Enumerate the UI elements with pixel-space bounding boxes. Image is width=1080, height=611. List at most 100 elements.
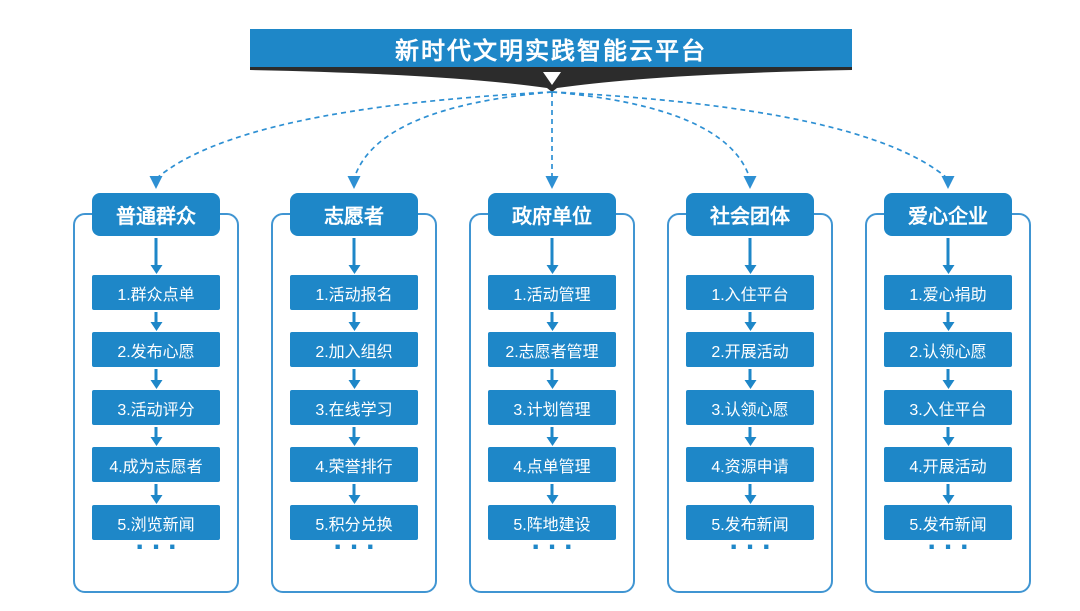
flow-step: 3.入住平台 — [884, 390, 1012, 425]
column-header: 爱心企业 — [884, 193, 1012, 236]
flow-step: 1.活动报名 — [290, 275, 418, 310]
column-header-label: 普通群众 — [116, 206, 196, 228]
column-header-label: 志愿者 — [324, 206, 384, 228]
platform-title: 新时代文明实践智能云平台 — [395, 37, 707, 65]
down-arrow-icon — [348, 312, 361, 331]
dashed-line-col2 — [354, 91, 553, 177]
down-arrow-icon — [150, 312, 163, 331]
down-arrow-icon — [744, 369, 757, 389]
flow-step-label: 1.活动管理 — [513, 286, 591, 304]
column-ordinary-public: 普通群众 1.群众点单 2.发布心愿 3.活动评分 4.成为志愿者 5.浏览新闻… — [73, 193, 239, 593]
dashed-branch-lines — [156, 91, 948, 179]
down-arrow-icon — [546, 369, 559, 389]
flow-step: 2.认领心愿 — [884, 332, 1012, 367]
down-arrow-icon — [546, 484, 559, 504]
down-arrow-icon — [942, 238, 955, 274]
column-header-label: 政府单位 — [512, 206, 592, 228]
flow-step-label: 2.开展活动 — [711, 343, 789, 361]
down-arrow-icon — [942, 484, 955, 504]
flow-step-label: 4.资源申请 — [711, 458, 789, 476]
flow-step: 3.在线学习 — [290, 390, 418, 425]
column-volunteers: 志愿者 1.活动报名 2.加入组织 3.在线学习 4.荣誉排行 5.积分兑换 .… — [271, 193, 437, 593]
column-header: 政府单位 — [488, 193, 616, 236]
flow-step: 2.加入组织 — [290, 332, 418, 367]
down-arrow-icon — [744, 484, 757, 504]
column-caring-enterprises: 爱心企业 1.爱心捐助 2.认领心愿 3.入住平台 4.开展活动 5.发布新闻 … — [865, 193, 1031, 593]
column-social-groups: 社会团体 1.入住平台 2.开展活动 3.认领心愿 4.资源申请 5.发布新闻 … — [667, 193, 833, 593]
flow-step-label: 2.发布心愿 — [117, 343, 195, 361]
flow-step: 1.爱心捐助 — [884, 275, 1012, 310]
arrowhead-icon — [149, 176, 163, 189]
column-header: 志愿者 — [290, 193, 418, 236]
arrowhead-icon — [743, 176, 757, 189]
flow-step-label: 2.认领心愿 — [909, 343, 987, 361]
flow-step: 5.发布新闻 — [884, 505, 1012, 540]
down-arrow-icon — [543, 72, 561, 85]
flow-step: 1.活动管理 — [488, 275, 616, 310]
flow-step-label: 3.活动评分 — [117, 401, 195, 419]
down-arrow-icon — [546, 427, 559, 446]
flow-step-label: 1.群众点单 — [117, 286, 195, 304]
flow-step-label: 5.浏览新闻 — [117, 516, 195, 534]
flow-step: 2.开展活动 — [686, 332, 814, 367]
down-arrow-icon — [348, 238, 361, 274]
more-ellipsis: ... — [333, 523, 383, 556]
flow-step: 3.计划管理 — [488, 390, 616, 425]
down-arrow-icon — [942, 369, 955, 389]
flow-step: 5.发布新闻 — [686, 505, 814, 540]
platform-title-banner: 新时代文明实践智能云平台 — [250, 29, 852, 67]
flow-step-label: 3.入住平台 — [909, 401, 987, 419]
flow-step-label: 4.成为志愿者 — [109, 458, 203, 476]
flow-step-label: 3.在线学习 — [315, 401, 393, 419]
flow-step: 3.认领心愿 — [686, 390, 814, 425]
arrowhead-icon — [545, 176, 559, 189]
flow-step: 4.荣誉排行 — [290, 447, 418, 482]
flow-step-label: 2.加入组织 — [315, 343, 393, 361]
flow-step-label: 2.志愿者管理 — [505, 343, 599, 361]
down-arrow-icon — [150, 427, 163, 446]
column-government: 政府单位 1.活动管理 2.志愿者管理 3.计划管理 4.点单管理 5.阵地建设… — [469, 193, 635, 593]
flow-step: 3.活动评分 — [92, 390, 220, 425]
arrowhead-icon — [941, 176, 955, 189]
flow-step-label: 1.活动报名 — [315, 286, 393, 304]
flow-step: 4.开展活动 — [884, 447, 1012, 482]
down-arrow-icon — [348, 427, 361, 446]
flow-step-label: 5.发布新闻 — [909, 516, 987, 534]
down-arrow-icon — [348, 484, 361, 504]
flow-step: 5.积分兑换 — [290, 505, 418, 540]
flow-step-label: 4.点单管理 — [513, 458, 591, 476]
flow-step-label: 5.阵地建设 — [513, 516, 591, 534]
down-arrow-icon — [348, 369, 361, 389]
flow-step: 4.点单管理 — [488, 447, 616, 482]
dashed-line-col5 — [551, 91, 948, 179]
flow-step-label: 1.爱心捐助 — [909, 286, 987, 304]
flow-step: 1.群众点单 — [92, 275, 220, 310]
down-arrow-icon — [150, 484, 163, 504]
flow-step-label: 3.计划管理 — [513, 401, 591, 419]
down-arrow-icon — [546, 312, 559, 331]
down-arrow-icon — [744, 427, 757, 446]
flow-step: 4.成为志愿者 — [92, 447, 220, 482]
branch-arrowheads — [149, 176, 955, 189]
down-arrow-icon — [942, 427, 955, 446]
column-header-label: 爱心企业 — [908, 206, 988, 228]
flow-step-label: 4.开展活动 — [909, 458, 987, 476]
flow-step: 2.发布心愿 — [92, 332, 220, 367]
dashed-line-col4 — [551, 91, 750, 177]
more-ellipsis: ... — [135, 523, 185, 556]
down-arrow-icon — [942, 312, 955, 331]
dashed-line-col1 — [156, 91, 553, 179]
arrowhead-icon — [347, 176, 361, 189]
flow-step: 2.志愿者管理 — [488, 332, 616, 367]
down-arrow-icon — [546, 238, 559, 274]
flow-step-label: 1.入住平台 — [711, 286, 789, 304]
down-arrow-icon — [150, 369, 163, 389]
more-ellipsis: ... — [729, 523, 779, 556]
down-arrow-icon — [744, 238, 757, 274]
more-ellipsis: ... — [531, 523, 581, 556]
flow-step-label: 4.荣誉排行 — [315, 458, 393, 476]
flow-step: 5.阵地建设 — [488, 505, 616, 540]
down-arrow-icon — [150, 238, 163, 274]
flow-step-label: 3.认领心愿 — [711, 401, 789, 419]
